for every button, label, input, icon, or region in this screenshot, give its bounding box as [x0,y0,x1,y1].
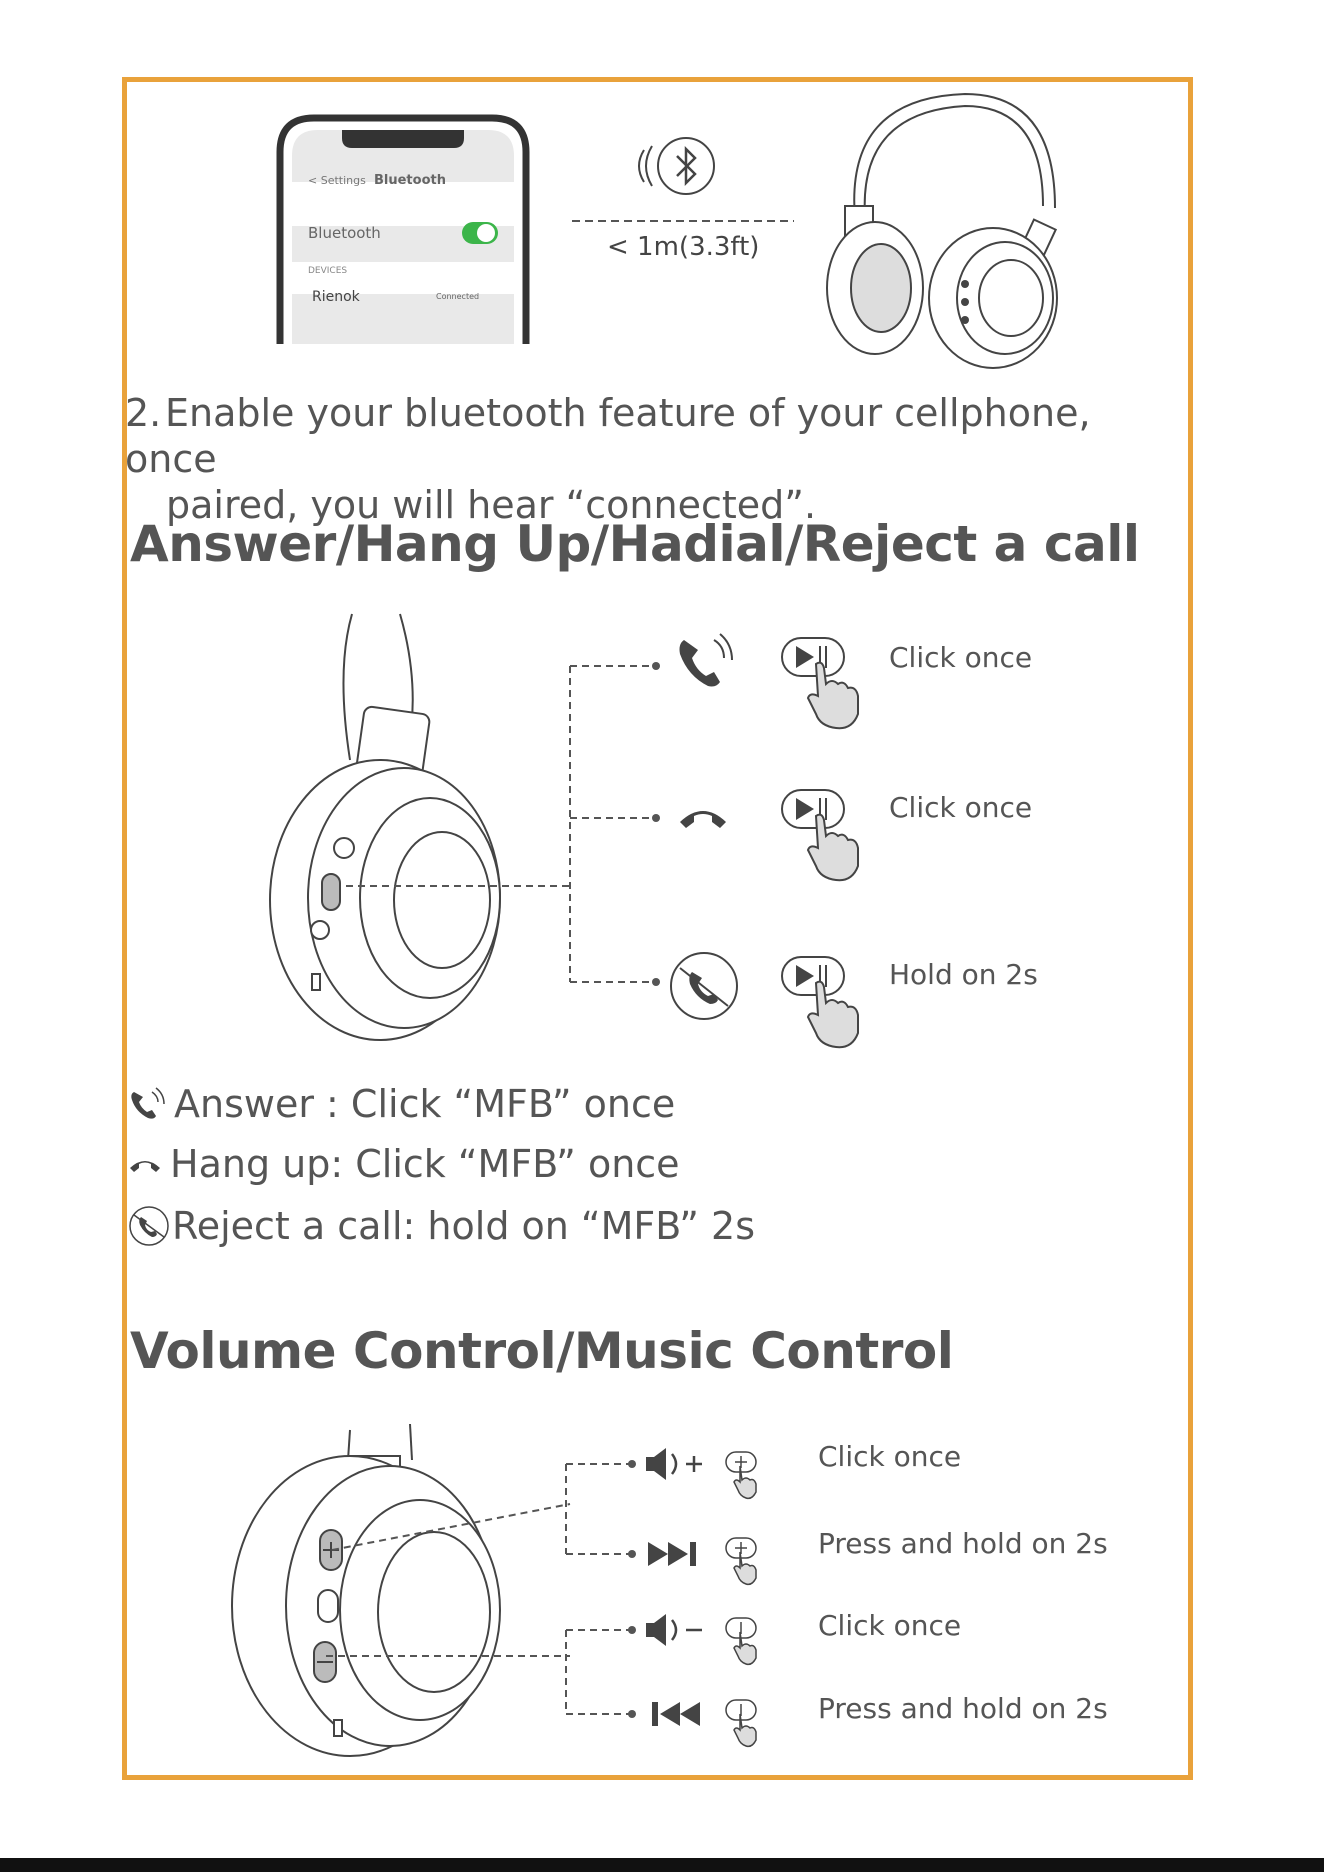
phone-ringing-icon [679,633,733,687]
distance-label: < 1m(3.3ft) [607,232,760,262]
volume-down-icon [646,1614,702,1646]
legend-hang-up-text: Hang up: Click “MFB” once [170,1142,680,1186]
previous-track-icon [652,1702,700,1726]
call-action-label-reject: Hold on 2s [889,958,1038,991]
earcup-illustration-call [269,613,501,1041]
minus-button-press-2 [725,1699,757,1748]
page-frame [122,77,1193,1780]
phone-header-title: Bluetooth [374,173,446,188]
phone-devices-section: DEVICES [308,266,347,276]
legend-hang-up: Hang up: Click “MFB” once [128,1142,680,1186]
volume-diagram [231,1423,571,1757]
mfb-press-button-2 [781,789,859,882]
call-action-label-answer: Click once [889,641,1033,674]
phone-device-status: Connected [436,292,479,301]
plus-button-press-2 [725,1537,757,1586]
bottom-edge-bar [0,1858,1324,1872]
legend-reject-text: Reject a call: hold on “MFB” 2s [172,1204,755,1248]
hang-up-icon [130,1161,160,1172]
reject-call-icon [129,1206,169,1246]
bluetooth-toggle [462,222,498,244]
phone-header-back: < Settings [308,174,366,187]
minus-button-press-1 [725,1617,757,1666]
volume-connector-lines [565,1460,636,1718]
step-number: 2. [125,391,162,435]
step-2-line-2: paired, you will hear “connected”. [166,483,817,527]
phone-bluetooth-row-label: Bluetooth [308,224,381,242]
step-2-instructions: 2.Enable your bluetooth feature of your … [125,390,1185,528]
headphones-illustration [826,92,1058,369]
volume-action-label-previous-track: Press and hold on 2s [818,1692,1108,1725]
phone-device-name: Rienok [312,289,361,305]
call-section-title: Answer/Hang Up/Hadial/Reject a call [130,515,1140,573]
call-action-label-hang-up: Click once [889,791,1033,824]
step-2-line-1: Enable your bluetooth feature of your ce… [125,391,1091,481]
volume-up-icon [646,1448,702,1480]
volume-action-label-next-track: Press and hold on 2s [818,1527,1108,1560]
legend-answer-text: Answer : Click “MFB” once [174,1082,676,1126]
phone-ringing-icon [131,1087,165,1119]
bluetooth-icon [638,137,715,195]
mfb-press-button-1 [781,637,859,730]
reject-call-icon [670,952,738,1020]
mfb-press-button-3 [781,956,859,1049]
call-diagram [269,613,660,1041]
volume-action-label-volume-down: Click once [818,1609,962,1642]
volume-action-label-volume-up: Click once [818,1440,962,1473]
hang-up-icon [680,811,726,828]
distance-line [572,220,794,222]
phone-illustration: < Settings Bluetooth Bluetooth DEVICES R… [276,114,530,344]
plus-button-press-1 [725,1451,757,1500]
next-track-icon [648,1542,696,1566]
legend-reject: Reject a call: hold on “MFB” 2s [128,1204,755,1248]
volume-section-title: Volume Control/Music Control [130,1322,954,1380]
legend-answer: Answer : Click “MFB” once [128,1082,675,1126]
earcup-illustration-volume [231,1423,501,1757]
